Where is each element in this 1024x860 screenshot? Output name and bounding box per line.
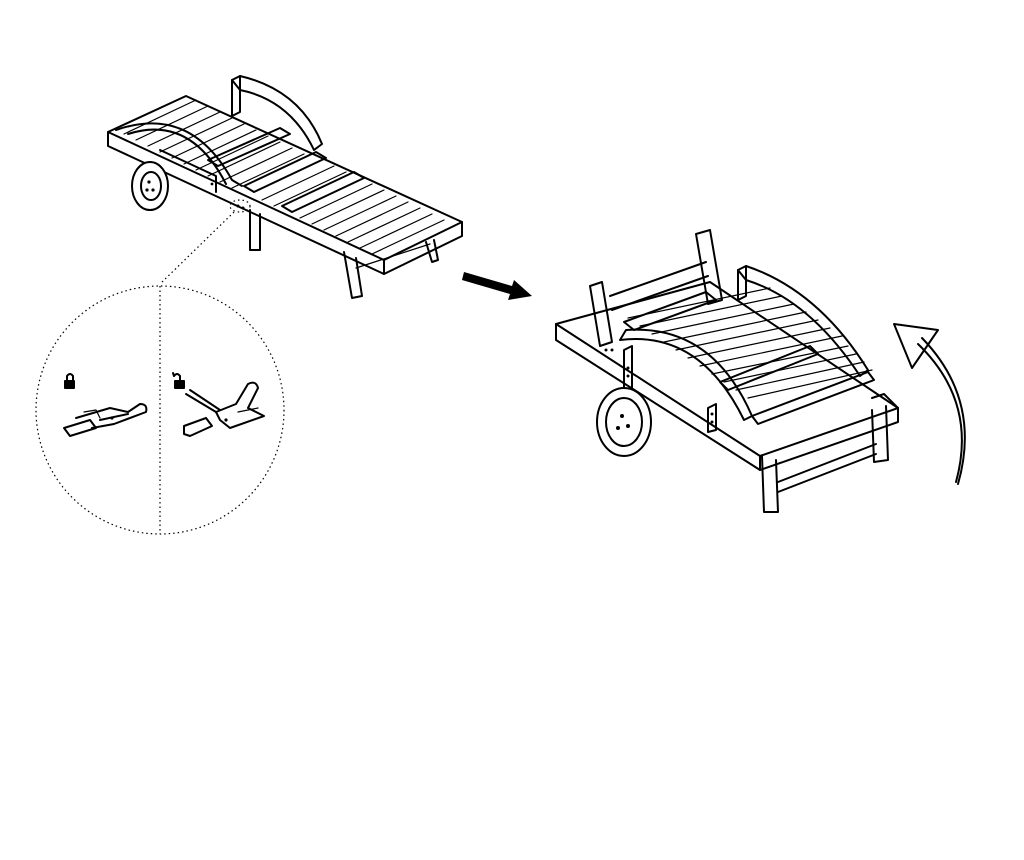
padlock-closed-icon (64, 373, 75, 389)
latch-unlocked-view (172, 372, 265, 437)
flat-lounger-slats (123, 99, 445, 255)
latch-locked-view (63, 373, 148, 437)
flat-lounger-wheel (131, 161, 169, 211)
curved-up-arrow-icon (893, 323, 966, 485)
folded-lounger-legs (761, 393, 899, 513)
right-arrow-icon (462, 272, 532, 300)
flat-lounger-frame (107, 75, 463, 275)
folded-lounger-posts (589, 229, 723, 433)
folded-lounger-wheel (596, 387, 652, 457)
flat-lounger-legs (249, 209, 439, 299)
flat-lounger-illustration (107, 75, 463, 299)
folded-lounger-illustration (555, 229, 899, 513)
latch-detail-callout (35, 285, 285, 535)
folded-lounger-slats (623, 287, 875, 425)
padlock-open-icon (172, 372, 185, 389)
